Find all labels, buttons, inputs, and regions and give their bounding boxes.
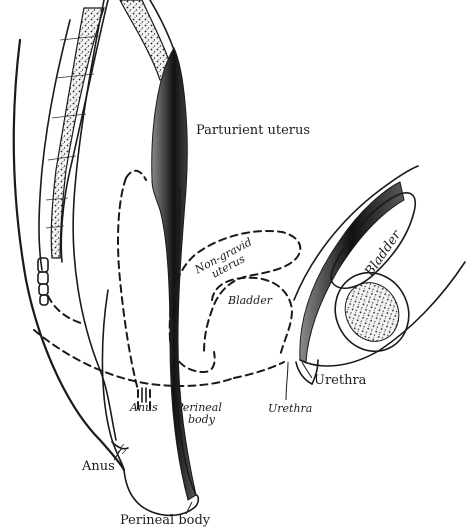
leader-urethra-non-gravid xyxy=(286,362,288,400)
label-urethra-non-gravid: Urethra xyxy=(268,402,312,415)
parturient-outline xyxy=(14,0,124,470)
label-bladder-parturient: Bladder xyxy=(362,227,405,280)
label-perineal-body-parturient: Perineal body xyxy=(120,513,211,528)
parturient-uterus-wall xyxy=(152,48,196,500)
parturient-anterior xyxy=(294,166,465,384)
label-bladder-non-gravid: Bladder xyxy=(227,294,273,307)
label-anus-non-gravid: Anus xyxy=(129,401,158,414)
label-urethra-parturient: Urethra xyxy=(314,373,367,388)
label-perineal-body-non-gravid-line2: body xyxy=(188,413,216,426)
label-anus-parturient: Anus xyxy=(81,459,115,474)
label-parturient-uterus: Parturient uterus xyxy=(196,123,310,138)
